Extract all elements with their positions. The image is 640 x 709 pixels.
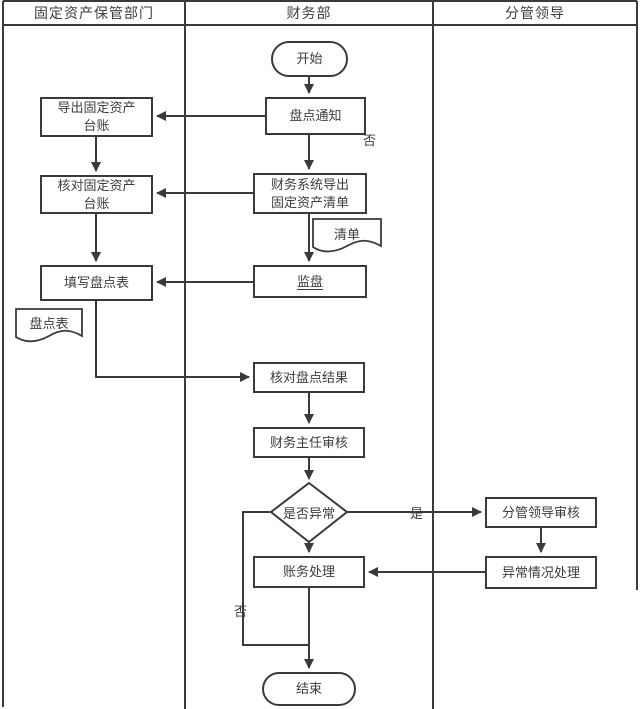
- edge-label-yes: 是: [409, 506, 423, 521]
- node-leader-review: 分管领导审核: [485, 497, 597, 528]
- node-director-review: 财务主任审核: [253, 427, 365, 458]
- edge-label-no-notice: 否: [362, 133, 376, 148]
- lane-header-custody: 固定资产保管部门: [34, 5, 154, 21]
- decision-diamond-shape: [269, 481, 349, 544]
- lane-header-leader: 分管领导: [505, 5, 565, 21]
- lane-header-finance: 财务部: [286, 5, 332, 21]
- document-list-label: 清单: [333, 226, 360, 242]
- decision-diamond-label: 是否异常: [282, 505, 335, 521]
- node-account-processing: 账务处理: [253, 556, 365, 588]
- node-export-asset-list: 财务系统导出 固定资产清单: [253, 173, 367, 214]
- flow-edges: [91, 77, 546, 669]
- edge-label-no-diamond: 否: [233, 604, 247, 619]
- node-check-ledger: 核对固定资产 台账: [40, 175, 153, 214]
- document-shape-list: [312, 218, 382, 253]
- edge-diamond-no-path: [242, 511, 308, 646]
- document-sheet-label: 盘点表: [29, 315, 69, 331]
- node-export-ledger: 导出固定资产 台账: [40, 97, 153, 137]
- node-supervise-inventory: 监盘: [253, 265, 367, 298]
- document-shape-sheet: [15, 308, 83, 343]
- node-inventory-notice: 盘点通知: [265, 97, 366, 135]
- node-start: 开始: [271, 41, 348, 77]
- node-exception-handling: 异常情况处理: [485, 556, 597, 589]
- node-supervise-inventory-label: 监盘: [296, 273, 323, 289]
- node-check-result: 核对盘点结果: [253, 362, 365, 393]
- node-fill-inventory-sheet: 填写盘点表: [40, 265, 153, 301]
- node-end: 结束: [262, 672, 356, 706]
- edge-fill-sheet-to-check-result: [95, 301, 250, 382]
